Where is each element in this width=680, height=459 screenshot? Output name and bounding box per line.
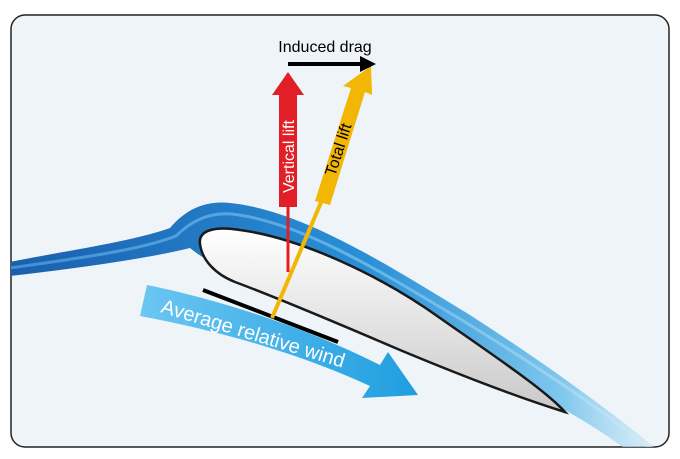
diagram-frame: [10, 14, 670, 448]
relative-wind-arrow: [140, 285, 418, 398]
induced-drag-label: Induced drag: [278, 39, 371, 56]
vertical-lift-label: Vertical lift: [281, 120, 298, 193]
total-lift-arrow: [270, 66, 372, 319]
vertical-lift-arrow: [272, 72, 304, 272]
induced-drag-arrow: [288, 56, 376, 72]
airflow-stream: [11, 202, 660, 447]
airflow-stream-inner: [11, 212, 652, 447]
chord-line: [202, 288, 339, 344]
